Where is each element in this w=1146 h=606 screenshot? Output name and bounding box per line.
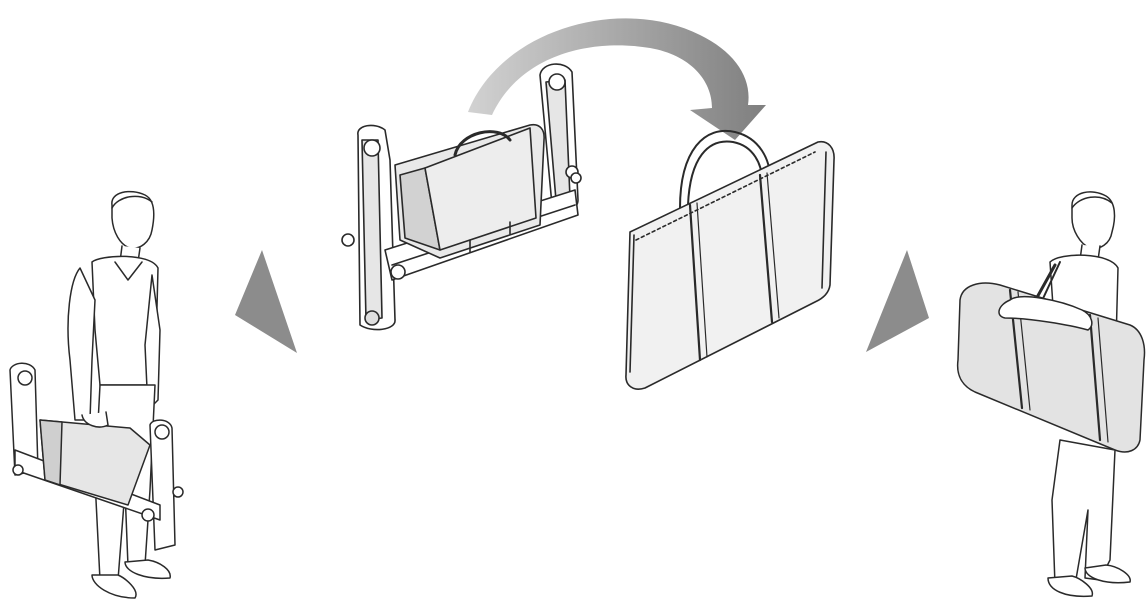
person-carrying-frame-icon	[9, 190, 184, 599]
person-carrying-bag-icon	[956, 191, 1146, 598]
curved-arrow-icon	[468, 18, 766, 140]
carry-bag-icon	[625, 129, 835, 390]
folded-frame-icon	[341, 63, 582, 331]
direction-pointer-right-icon	[866, 250, 929, 352]
direction-pointer-left-icon	[235, 250, 297, 353]
